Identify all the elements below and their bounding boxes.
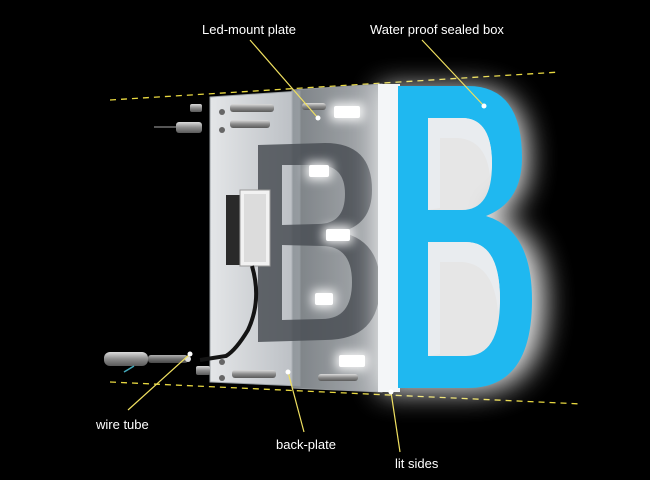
letter-face — [398, 86, 532, 388]
label-back-plate: back-plate — [276, 437, 336, 452]
lit-sides-shape — [378, 84, 400, 392]
power-wire — [199, 265, 259, 362]
wire-tube-shape — [104, 352, 191, 373]
leader-dots — [187, 103, 487, 395]
leader-lines — [127, 39, 485, 453]
label-waterproof-box: Water proof sealed box — [370, 22, 504, 37]
power-supply-box — [226, 189, 271, 267]
label-wire-tube: wire tube — [96, 417, 149, 432]
led-modules — [306, 103, 368, 370]
label-lit-sides: lit sides — [395, 456, 439, 471]
perspective-guide-lines — [109, 71, 583, 405]
mounting-screws — [154, 103, 358, 381]
label-led-mount-plate: Led-mount plate — [202, 22, 296, 37]
